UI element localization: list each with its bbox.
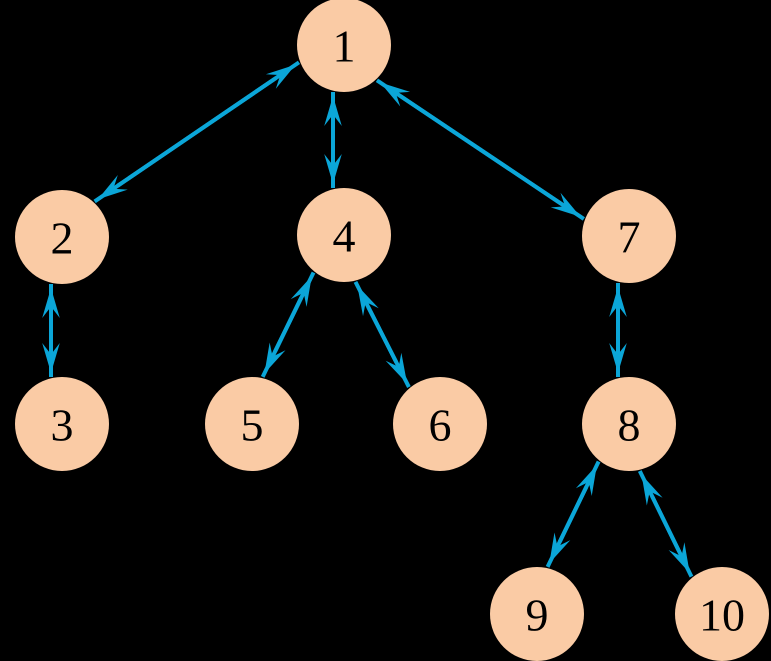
graph-node-10[interactable]: 10 bbox=[675, 567, 769, 661]
edge-line bbox=[545, 485, 589, 568]
graph-node-3[interactable]: 3 bbox=[15, 377, 109, 471]
edge-line bbox=[260, 296, 304, 378]
node-circle[interactable] bbox=[675, 567, 769, 661]
node-circle[interactable] bbox=[582, 377, 676, 471]
node-circle[interactable] bbox=[297, 0, 391, 92]
arrow-head bbox=[641, 474, 663, 506]
edge-10-to-8 bbox=[641, 474, 694, 578]
node-circle[interactable] bbox=[205, 377, 299, 471]
arrow-head bbox=[265, 64, 296, 89]
edge-line bbox=[399, 94, 585, 221]
edge-5-to-4 bbox=[260, 276, 312, 378]
edge-line bbox=[93, 76, 277, 204]
arrow-head bbox=[42, 288, 60, 318]
edge-4-to-1 bbox=[324, 96, 342, 188]
arrow-head bbox=[290, 276, 312, 307]
graph-node-7[interactable]: 7 bbox=[582, 189, 676, 283]
graph-node-2[interactable]: 2 bbox=[15, 190, 109, 284]
node-circle[interactable] bbox=[15, 377, 109, 471]
edge-9-to-8 bbox=[545, 465, 597, 568]
node-circle[interactable] bbox=[490, 567, 584, 661]
graph-node-6[interactable]: 6 bbox=[393, 377, 487, 471]
graph-node-1[interactable]: 1 bbox=[297, 0, 391, 92]
arrow-head bbox=[575, 465, 597, 496]
node-circle[interactable] bbox=[393, 377, 487, 471]
edge-7-to-1 bbox=[380, 82, 585, 221]
arrow-head bbox=[324, 96, 342, 126]
arrow-head bbox=[357, 285, 379, 317]
graph-node-9[interactable]: 9 bbox=[490, 567, 584, 661]
node-circle[interactable] bbox=[297, 188, 391, 282]
edge-3-to-2 bbox=[42, 288, 60, 377]
node-circle[interactable] bbox=[15, 190, 109, 284]
graph-node-4[interactable]: 4 bbox=[297, 188, 391, 282]
edge-2-to-1 bbox=[93, 64, 296, 204]
edge-line bbox=[650, 495, 694, 578]
arrow-head bbox=[609, 287, 627, 317]
graph-node-5[interactable]: 5 bbox=[205, 377, 299, 471]
edge-6-to-4 bbox=[357, 285, 411, 388]
edge-8-to-7 bbox=[609, 287, 627, 377]
graph-node-8[interactable]: 8 bbox=[582, 377, 676, 471]
arrow-head bbox=[380, 82, 411, 107]
edges-layer bbox=[42, 60, 694, 578]
edge-line bbox=[366, 305, 411, 388]
node-circle[interactable] bbox=[582, 189, 676, 283]
